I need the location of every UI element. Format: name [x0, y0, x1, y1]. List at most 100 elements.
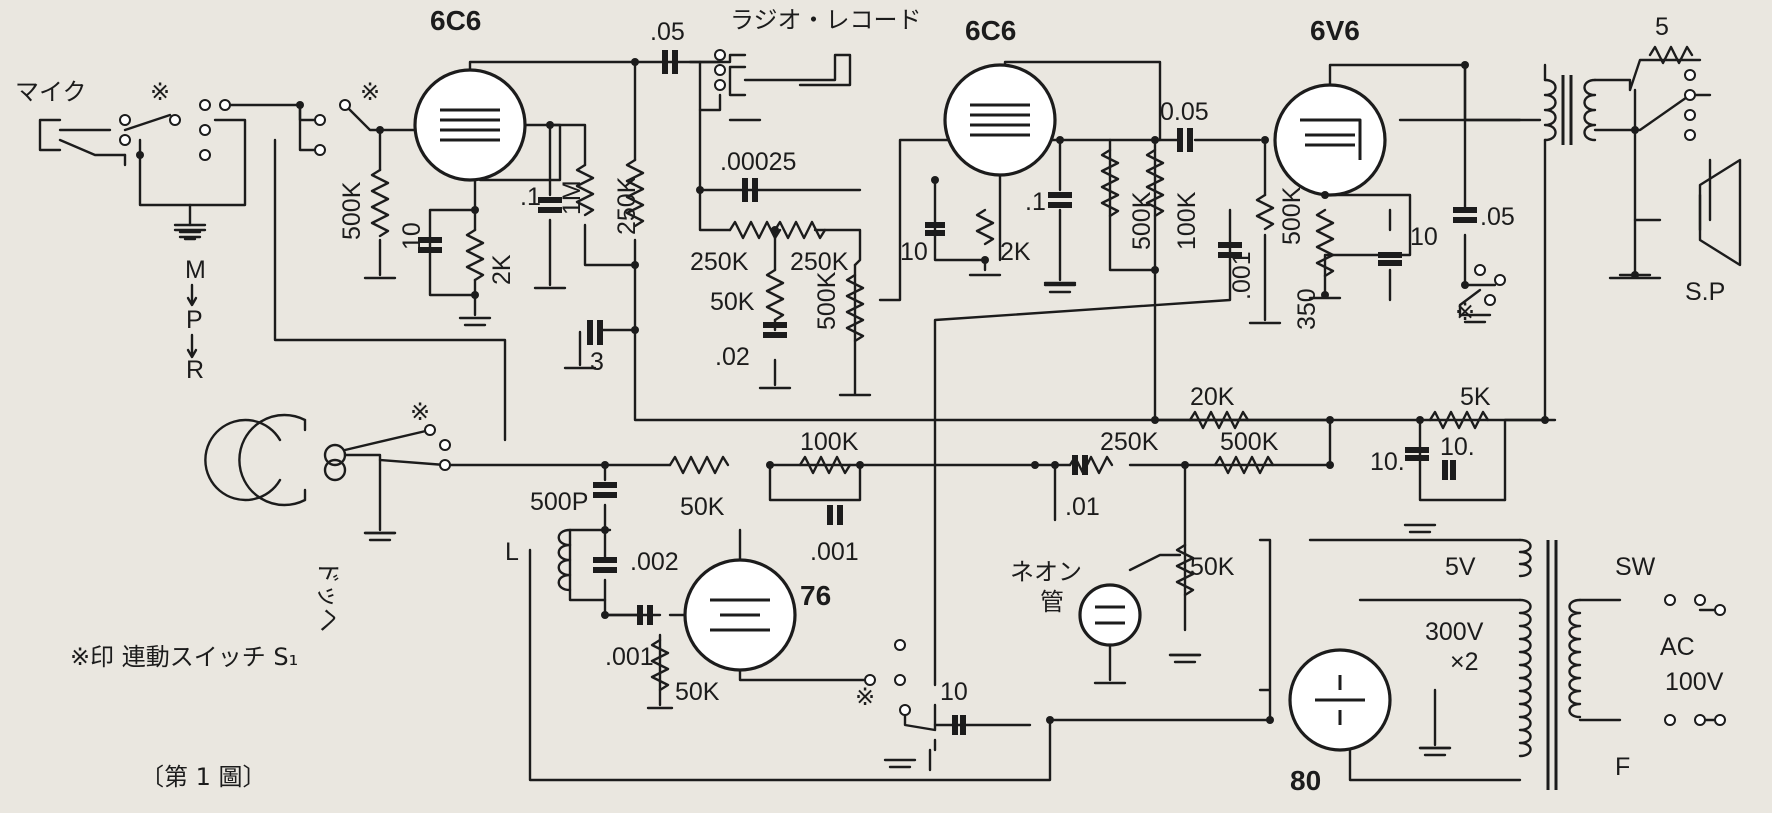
cap-01 [1072, 455, 1088, 475]
v5-elements [1315, 675, 1365, 725]
resistor-250k-b [728, 220, 782, 240]
mpr-arrows [186, 283, 198, 359]
label-c10d: 10 [940, 678, 968, 706]
v2-grids [970, 103, 1030, 137]
label-c01: .01 [1065, 493, 1100, 521]
label-c00025: .00025 [720, 148, 796, 176]
pickup-inner [204, 418, 282, 502]
ot-ground [1608, 88, 1662, 280]
pt-primary-coil [1568, 598, 1582, 719]
labels: 6C6 6C6 6V6 76 80 マイク ラジオ・レコード ドッヘ M P R… [15, 5, 1725, 796]
pickup-coil-b [323, 458, 347, 482]
resistor-250k-a [625, 158, 645, 228]
power-x2-label: ×2 [1450, 648, 1479, 676]
label-r50kb: 50K [680, 493, 725, 521]
ground-switch [883, 758, 917, 769]
switch-mark-5: ※ [1455, 298, 1475, 326]
ot-core [1561, 75, 1573, 145]
label-c10f: 10. [1440, 433, 1475, 461]
ground-v3 [1458, 313, 1492, 324]
resistor-500k-c [1100, 148, 1120, 218]
switch-mark-4: ※ [855, 683, 875, 711]
ground-pot [1168, 653, 1202, 664]
junction-dots [136, 58, 1639, 724]
sw-to-grid [343, 103, 422, 132]
label-r2kb: 2K [1000, 238, 1031, 266]
filter-line [1033, 418, 1332, 547]
cap-00025 [742, 178, 758, 202]
tube-v3-label: 6V6 [1310, 15, 1360, 46]
label-r100kb: 100K [800, 428, 859, 456]
label-c3: 3 [590, 348, 604, 376]
ot-wires [1503, 63, 1557, 502]
pickup-label: ドッヘ [314, 560, 342, 632]
v4-grids [710, 598, 770, 632]
tube-v3-symbol [1273, 83, 1387, 197]
resistor-20k [1188, 410, 1250, 430]
label-c001b: .001 [810, 538, 859, 566]
v2-load [1108, 138, 1157, 422]
osc-return [528, 548, 1272, 782]
capacitors [418, 50, 1477, 735]
v3-grids [1300, 118, 1362, 160]
label-c02: .02 [715, 343, 750, 371]
neon-label-2: 管 [1040, 588, 1064, 616]
label-c1a: .1 [520, 183, 541, 211]
cap-05-a [662, 50, 678, 74]
pot-50k [1128, 543, 1202, 657]
v3-plate [1398, 63, 1522, 287]
resistor-2k-b [975, 208, 995, 246]
radio-record-label: ラジオ・レコード [730, 6, 922, 34]
ground-ct [1418, 746, 1452, 757]
power-300v-label: 300V [1425, 618, 1484, 646]
label-r20k: 20K [1190, 383, 1235, 411]
label-c10c: 10 [1410, 223, 1438, 251]
ot-primary [1543, 78, 1557, 142]
ground-filter [1403, 523, 1437, 534]
resistor-50k-b [668, 455, 730, 475]
cap-002 [593, 557, 617, 573]
mic-ground [173, 203, 207, 239]
ground-v2 [1043, 283, 1077, 294]
neon-electrodes [1095, 605, 1125, 625]
label-coil-l: L [505, 538, 519, 566]
c1-wires [533, 123, 567, 290]
cap-02 [763, 322, 787, 338]
resistor-500k-e [1213, 455, 1275, 475]
label-c05a: .05 [650, 18, 685, 46]
label-c05c: .05 [1480, 203, 1515, 231]
resistor-2k-a [465, 228, 485, 282]
power-5v-label: 5V [1445, 553, 1476, 581]
label-c10e: 10. [1370, 448, 1405, 476]
c3-wires [563, 328, 637, 370]
cap-10-a [418, 237, 442, 253]
switch-mark-1: ※ [150, 78, 170, 106]
power-sw-label: SW [1615, 553, 1656, 581]
resistor-100k-b [798, 455, 852, 475]
label-r500kd: 500K [1278, 186, 1306, 245]
mic-wires [123, 113, 247, 207]
resistor-50k-a [765, 268, 785, 322]
devices [204, 158, 1742, 647]
cap-10-e [1405, 447, 1429, 461]
switch-note: ※印 連動スイッチ S₁ [70, 643, 298, 671]
ground-pickup [363, 531, 397, 542]
cap-05-c [1453, 207, 1477, 223]
grid-leak-wires [363, 128, 397, 280]
pt-300v-coil [1518, 598, 1532, 758]
tube-v1-symbol [413, 68, 527, 182]
tube-symbols [413, 63, 1392, 752]
mic-jack-shell [38, 118, 62, 152]
label-r500ka: 500K [338, 181, 366, 240]
label-c001c: .001 [605, 643, 654, 671]
pt-core [1546, 540, 1558, 790]
resistor-100k-a [1145, 148, 1165, 218]
label-c005b: 0.05 [1160, 98, 1209, 126]
label-r5: 5 [1655, 13, 1669, 41]
resistor-50k-d [650, 638, 670, 692]
cap-10-f [1442, 460, 1456, 480]
ground-mic [173, 223, 207, 241]
switch-mark-2: ※ [360, 78, 380, 106]
label-r50ka: 50K [710, 288, 755, 316]
